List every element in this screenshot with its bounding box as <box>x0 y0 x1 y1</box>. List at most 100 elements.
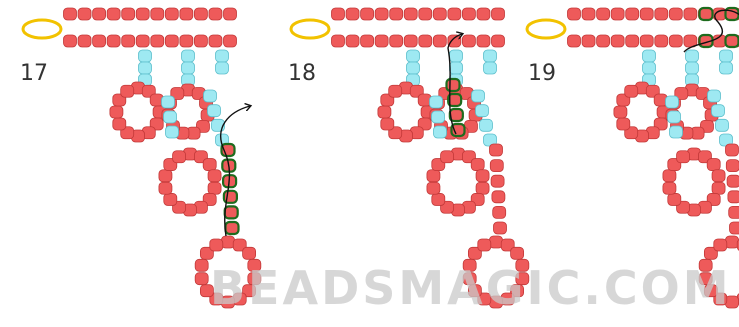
red-bead <box>726 35 739 47</box>
red-bead <box>122 35 135 47</box>
red-bead <box>208 182 221 194</box>
red-bead <box>208 170 221 182</box>
jump-ring <box>23 20 61 38</box>
cyan-bead <box>208 105 221 117</box>
red-bead <box>730 222 739 234</box>
red-bead <box>494 222 507 234</box>
red-bead <box>122 8 135 20</box>
red-bead <box>684 8 697 20</box>
red-bead <box>726 144 739 156</box>
red-bead <box>668 193 681 205</box>
red-bead <box>714 239 727 251</box>
red-bead <box>419 8 432 20</box>
cyan-bead <box>162 96 175 108</box>
red-bead <box>476 182 489 194</box>
red-bead <box>462 35 475 47</box>
red-bead <box>729 206 739 218</box>
jump-ring <box>291 20 329 38</box>
red-bead <box>346 8 359 20</box>
cyan-bead <box>668 111 681 123</box>
red-bead <box>224 8 237 20</box>
cyan-bead <box>204 90 217 102</box>
red-bead <box>64 35 77 47</box>
red-bead <box>726 160 739 172</box>
red-bead <box>64 8 77 20</box>
red-bead <box>159 182 172 194</box>
red-bead <box>165 35 178 47</box>
red-bead <box>640 35 653 47</box>
red-bead <box>136 35 149 47</box>
red-bead <box>361 35 374 47</box>
cyan-bead <box>720 62 733 74</box>
red-bead <box>478 239 491 251</box>
red-bead <box>427 182 440 194</box>
red-bead <box>582 35 595 47</box>
cyan-bead <box>484 50 497 62</box>
cyan-bead <box>182 62 195 74</box>
red-bead <box>712 170 725 182</box>
red-bead <box>210 239 223 251</box>
red-bead <box>626 35 639 47</box>
red-bead <box>195 259 208 271</box>
red-bead <box>390 8 403 20</box>
red-bead <box>655 8 668 20</box>
cyan-bead <box>166 126 179 138</box>
red-bead <box>655 35 668 47</box>
red-bead <box>433 35 446 47</box>
red-bead <box>375 8 388 20</box>
red-bead <box>110 106 123 118</box>
red-bead <box>194 8 207 20</box>
red-bead <box>389 85 402 97</box>
cyan-bead <box>670 126 683 138</box>
cyan-bead <box>472 90 485 102</box>
red-bead <box>209 35 222 47</box>
cyan-bead <box>712 105 725 117</box>
cyan-bead <box>432 111 445 123</box>
cyan-bead <box>686 50 699 62</box>
red-bead <box>203 159 216 171</box>
red-bead <box>136 8 149 20</box>
red-bead <box>597 8 610 20</box>
red-bead <box>707 159 720 171</box>
red-bead <box>597 35 610 47</box>
red-bead <box>151 35 164 47</box>
red-bead <box>173 151 186 163</box>
red-bead <box>477 8 490 20</box>
cyan-bead <box>686 62 699 74</box>
red-bead <box>712 182 725 194</box>
step-number: 17 <box>20 61 48 86</box>
red-bead <box>700 8 713 20</box>
red-bead <box>78 35 91 47</box>
red-bead <box>490 160 503 172</box>
red-bead <box>107 8 120 20</box>
red-bead <box>582 8 595 20</box>
red-bead <box>361 8 374 20</box>
red-bead <box>165 8 178 20</box>
red-bead <box>669 8 682 20</box>
red-bead <box>728 191 739 203</box>
red-bead <box>448 35 461 47</box>
red-bead <box>225 206 238 218</box>
red-bead <box>448 8 461 20</box>
red-bead <box>492 191 505 203</box>
red-bead <box>492 35 505 47</box>
red-bead <box>404 35 417 47</box>
red-bead <box>209 8 222 20</box>
step-number: 18 <box>288 61 316 86</box>
red-bead <box>404 8 417 20</box>
red-bead <box>568 35 581 47</box>
red-bead <box>93 35 106 47</box>
cyan-bead <box>708 90 721 102</box>
red-bead <box>640 8 653 20</box>
cyan-bead <box>476 105 489 117</box>
red-bead <box>332 35 345 47</box>
red-bead <box>677 151 690 163</box>
cyan-bead <box>182 50 195 62</box>
red-bead <box>107 35 120 47</box>
red-bead <box>419 35 432 47</box>
red-bead <box>332 8 345 20</box>
red-bead <box>180 8 193 20</box>
red-bead <box>164 193 177 205</box>
red-bead <box>490 144 503 156</box>
